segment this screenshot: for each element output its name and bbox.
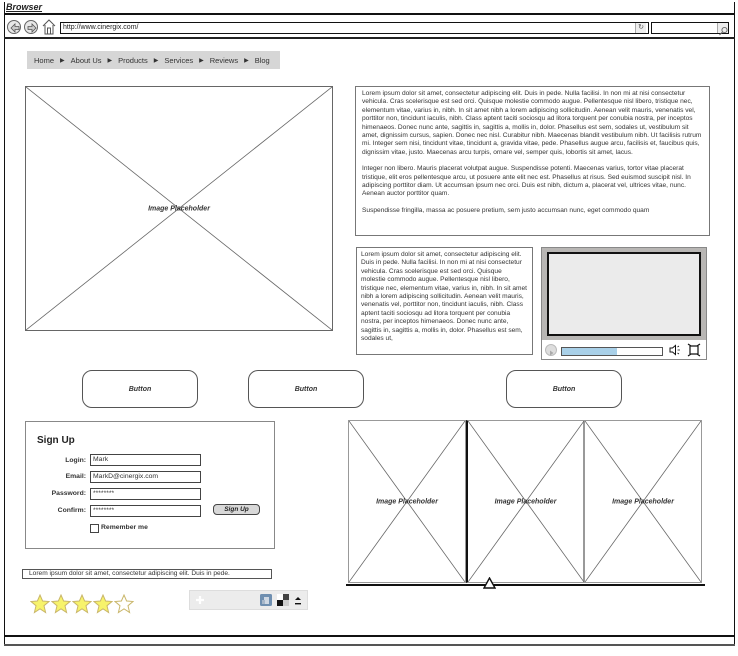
breadcrumb-nav: Home ▶ About Us ▶ Products ▶ Services ▶ … bbox=[27, 51, 280, 69]
chevron-right-icon: ▶ bbox=[107, 57, 113, 64]
image-tool-icon[interactable] bbox=[260, 594, 272, 606]
browser-toolbar bbox=[4, 17, 735, 39]
video-player[interactable] bbox=[541, 247, 707, 360]
color-picker-icon[interactable] bbox=[277, 594, 289, 606]
home-icon bbox=[42, 19, 56, 35]
carousel-item[interactable]: Image Placeholder bbox=[584, 420, 702, 583]
star-filled-icon[interactable] bbox=[72, 594, 92, 614]
button-3[interactable]: Button bbox=[506, 370, 622, 408]
star-rating[interactable] bbox=[30, 594, 134, 614]
browser-search-input[interactable] bbox=[651, 22, 729, 34]
arrow-left-icon bbox=[10, 23, 20, 33]
text-panel-small: Lorem ipsum dolor sit amet, consectetur … bbox=[356, 247, 533, 355]
window-title: Browser bbox=[6, 2, 43, 12]
video-frame bbox=[542, 248, 706, 340]
fullscreen-button[interactable] bbox=[686, 343, 702, 362]
search-icon bbox=[719, 26, 728, 36]
hero-image-placeholder: Image Placeholder bbox=[25, 86, 333, 331]
carousel-item[interactable]: Image Placeholder bbox=[348, 420, 466, 583]
paragraph: Lorem ipsum dolor sit amet, consectetur … bbox=[362, 90, 702, 156]
chevron-right-icon: ▶ bbox=[199, 57, 204, 64]
title-bar bbox=[4, 0, 735, 15]
nav-item-products[interactable]: Products bbox=[118, 55, 148, 65]
star-empty-icon[interactable] bbox=[114, 594, 134, 614]
image-carousel: Image Placeholder Image Placeholder Imag… bbox=[348, 420, 704, 583]
image-placeholder-icon bbox=[26, 87, 332, 330]
volume-button[interactable] bbox=[669, 344, 683, 359]
image-placeholder-label: Image Placeholder bbox=[494, 498, 557, 505]
image-placeholder-icon bbox=[349, 421, 465, 582]
email-field[interactable]: MarkD@cinergix.com bbox=[90, 471, 201, 483]
reload-icon: ↻ bbox=[638, 24, 644, 31]
chevron-right-icon: ▶ bbox=[60, 57, 65, 64]
chevron-right-icon: ▶ bbox=[244, 57, 249, 64]
signup-title: Sign Up bbox=[37, 435, 75, 446]
login-field[interactable]: Mark bbox=[90, 454, 201, 466]
paragraph: Integer non libero. Mauris placerat volu… bbox=[362, 165, 691, 198]
button-1[interactable]: Button bbox=[82, 370, 198, 408]
button-2[interactable]: Button bbox=[248, 370, 364, 408]
nav-item-services[interactable]: Services bbox=[164, 55, 194, 65]
carousel-item[interactable]: Image Placeholder bbox=[466, 420, 584, 583]
arrow-right-icon bbox=[27, 23, 37, 33]
carousel-slider-thumb[interactable] bbox=[483, 577, 496, 589]
nav-item-blog[interactable]: Blog bbox=[254, 55, 270, 65]
home-button[interactable] bbox=[42, 19, 56, 40]
reload-button[interactable]: ↻ bbox=[635, 23, 646, 33]
star-filled-icon[interactable] bbox=[30, 594, 50, 614]
url-input[interactable]: http://www.cinergix.com/ bbox=[60, 22, 649, 34]
paragraph: Suspendisse fringilla, massa ac posuere … bbox=[362, 206, 650, 214]
nav-item-home[interactable]: Home bbox=[34, 55, 55, 65]
image-placeholder-icon bbox=[468, 421, 584, 582]
remember-me-label[interactable]: Remember me bbox=[101, 524, 148, 531]
paragraph: Lorem ipsum dolor sit amet, consectetur … bbox=[361, 251, 528, 343]
image-placeholder-icon bbox=[585, 421, 701, 582]
play-button[interactable] bbox=[545, 344, 557, 356]
star-filled-icon[interactable] bbox=[51, 594, 71, 614]
password-field[interactable]: ******** bbox=[90, 488, 201, 500]
carousel-slider-track[interactable] bbox=[346, 584, 705, 586]
status-bar bbox=[4, 635, 735, 646]
chevron-right-icon: ▶ bbox=[153, 57, 159, 64]
signup-form: Sign Up Login: Mark Email: MarkD@cinergi… bbox=[25, 421, 275, 549]
plus-icon[interactable] bbox=[195, 595, 205, 605]
login-label: Login: bbox=[65, 457, 86, 464]
star-filled-icon[interactable] bbox=[93, 594, 113, 614]
image-placeholder-label: Image Placeholder bbox=[376, 498, 438, 505]
video-screen[interactable] bbox=[547, 252, 701, 336]
fullscreen-icon bbox=[687, 343, 701, 357]
video-progress-bar[interactable] bbox=[561, 347, 663, 356]
email-label: Email: bbox=[65, 473, 86, 480]
image-placeholder-label: Image Placeholder bbox=[612, 498, 674, 505]
image-placeholder-label: Image Placeholder bbox=[148, 205, 210, 212]
back-button[interactable] bbox=[7, 20, 21, 34]
password-label: Password: bbox=[51, 490, 86, 497]
signup-button[interactable]: Sign Up bbox=[213, 504, 260, 515]
volume-icon bbox=[669, 344, 680, 356]
text-panel-main: Lorem ipsum dolor sit amet, consectetur … bbox=[355, 86, 710, 236]
confirm-password-field[interactable]: ******** bbox=[90, 505, 201, 517]
remember-me-checkbox[interactable] bbox=[90, 524, 99, 533]
nav-item-about-us[interactable]: About Us bbox=[70, 55, 102, 65]
search-button[interactable] bbox=[717, 23, 728, 36]
nav-item-reviews[interactable]: Reviews bbox=[209, 55, 239, 65]
text-field[interactable]: Lorem ipsum dolor sit amet, consectetur … bbox=[22, 569, 272, 579]
arrow-up-icon[interactable] bbox=[294, 595, 302, 607]
forward-button[interactable] bbox=[24, 20, 38, 34]
video-progress-fill bbox=[562, 348, 617, 355]
mini-toolbar bbox=[189, 590, 308, 610]
play-icon bbox=[550, 350, 554, 356]
confirm-label: Confirm: bbox=[57, 507, 86, 514]
